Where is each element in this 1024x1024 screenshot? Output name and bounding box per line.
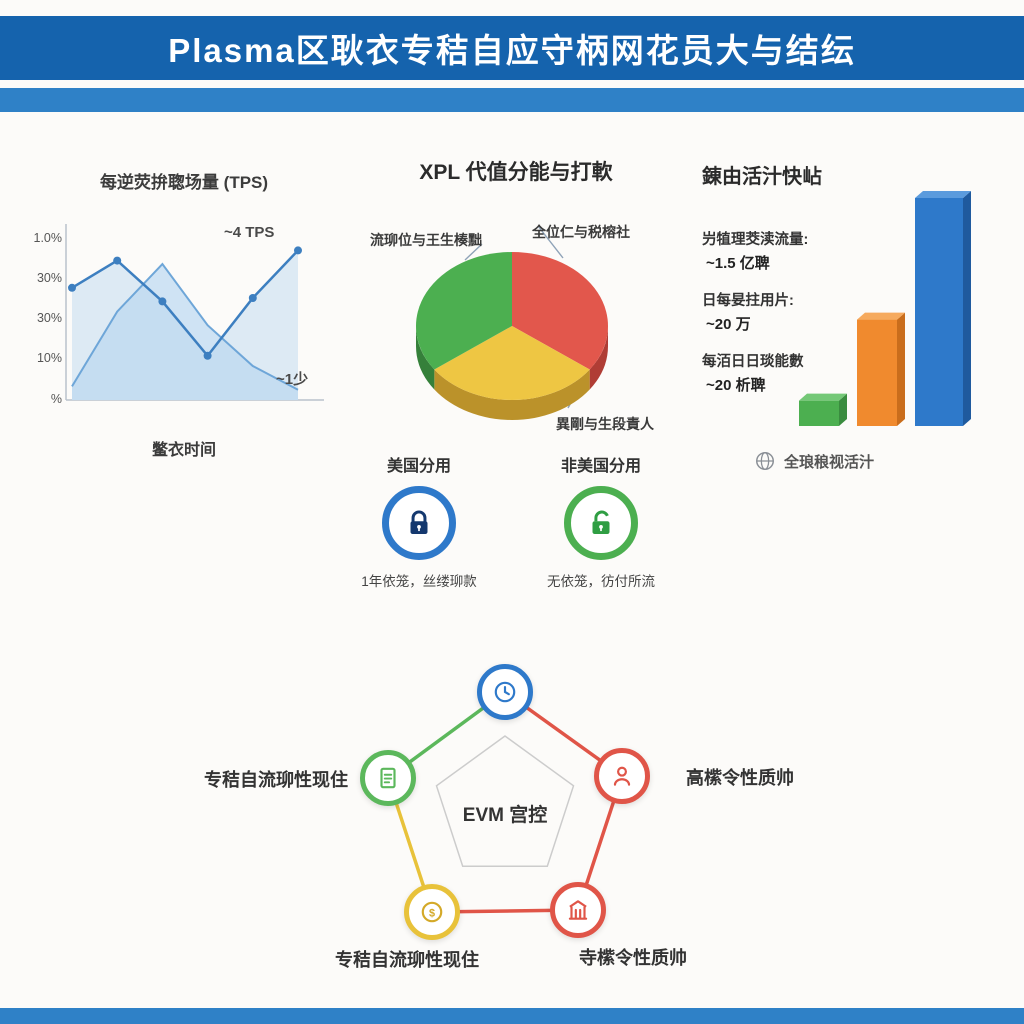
pie-leader-right: [537, 225, 564, 259]
tps-annotation-top: ~4 TPS: [224, 224, 275, 241]
header-strip: [0, 88, 1024, 112]
stat-label: 日每妟拄用片:: [702, 293, 794, 309]
stat-value: ~1.5 亿聛: [706, 255, 770, 272]
tps-plot-series: [68, 246, 302, 400]
pie-chart-section: XPL 代值分能与打軟 流珋位与王生楱黜 全位仁与税榕社 異剛与生段責人: [330, 156, 702, 496]
pentagon-label-bottom-right: 寺橴令性质帅: [579, 948, 687, 968]
coin-icon: $: [421, 901, 443, 923]
y-tick: 1.0%: [34, 231, 63, 245]
tps-chart-title: 每逆荧拚聦场量 (TPS): [99, 173, 269, 192]
tps-x-axis-label: 鳖衣时间: [151, 442, 216, 459]
activity-caption-text: 全琅稂视活汁: [784, 453, 875, 471]
document-icon: [380, 767, 396, 789]
center-pentagon-outline: [435, 735, 575, 867]
person-icon: [613, 766, 631, 786]
node-left: [360, 750, 416, 806]
pentagon-center-label: EVM 宫控: [462, 805, 548, 826]
stat-item: 每洦日日琰能數 ~20 析聛: [702, 350, 854, 395]
pie-chart-canvas: [416, 225, 608, 420]
pie-chart-title: XPL 代值分能与打軟: [419, 161, 613, 184]
lock-open-icon: [592, 510, 610, 535]
y-tick: 30%: [37, 311, 62, 325]
pie-label-red: 全位仁与税榕社: [532, 224, 630, 240]
pie-label-green: 流珋位与王生楱黜: [370, 232, 482, 248]
globe-icon: [756, 452, 774, 470]
activity-caption: 全琅稂视活汁: [754, 450, 874, 472]
stat-item: 日每妟拄用片: ~20 万: [702, 289, 854, 334]
y-tick: %: [51, 392, 62, 406]
badge-caption: 1年依笼，丝缕珋款: [361, 574, 477, 589]
badge-caption: 无依笼，彷付所流: [547, 574, 655, 589]
badge-ring: [382, 486, 456, 560]
badge-ring: [564, 486, 638, 560]
pie-leader-left: [464, 243, 483, 261]
node-bottom-left: $: [404, 884, 460, 940]
stat-item: 屶犆理茭渎流量: ~1.5 亿聛: [702, 228, 854, 273]
stat-label: 每洦日日琰能數: [702, 354, 804, 370]
pentagon-label-left: 专秸自流珋性现住: [204, 770, 348, 790]
region-badges: 美国分用 1年依笼，丝缕珋款 非美国分用: [338, 452, 682, 590]
lock-closed-icon: [410, 510, 428, 535]
badge-us: 美国分用 1年依笼，丝缕珋款: [338, 452, 500, 590]
pie-label-yellow: 異剛与生段責人: [556, 416, 654, 432]
badge-title: 美国分用: [386, 458, 451, 475]
building-icon: [568, 900, 588, 920]
badge-non-us: 非美国分用 无依笼，彷付所流: [520, 452, 682, 590]
activity-stats: 屶犆理茭渎流量: ~1.5 亿聛 日每妟拄用片: ~20 万 每洦日日琰能數 ~…: [702, 228, 854, 411]
header-banner: Plasma区耿衣专秸自应守柄网花员大与结纭: [0, 16, 1024, 80]
activity-title: 錬由活汁快岾: [702, 166, 822, 188]
pie-slices: [416, 252, 608, 420]
svg-text:$: $: [429, 907, 435, 919]
tps-chart-canvas: 1.0% 30% 30% 10% %: [34, 224, 324, 406]
bar-chart-bars: [799, 191, 971, 426]
stat-value: ~20 析聛: [706, 377, 766, 394]
pentagon-label-right: 高橴令性质帅: [686, 768, 794, 788]
stat-value: ~20 万: [706, 316, 751, 333]
node-top: [477, 664, 533, 720]
clock-icon: [494, 681, 516, 703]
badge-title: 非美国分用: [560, 458, 641, 475]
y-tick: 30%: [37, 271, 62, 285]
activity-bar-chart-section: 錬由活汁快岾 屶犆理茭渎流量: ~1.5 亿聛 日每妟拄用片: ~20 万 每洦…: [698, 158, 1012, 498]
y-tick: 10%: [37, 351, 62, 365]
node-right: [594, 748, 650, 804]
pentagon-diagram: $ 专秸自流珋性现住 高橴令性质帅 专秸自流珋性现住 寺橴令性质帅 EVM 宫控: [0, 640, 1024, 1024]
bar-chart-canvas: [799, 191, 971, 426]
stat-label: 屶犆理茭渎流量:: [702, 232, 809, 248]
pentagon-label-bottom-left: 专秸自流珋性现住: [335, 950, 479, 970]
tps-line-chart-section: 每逆荧拚聦场量 (TPS) 1.0% 30% 30% 10% % ~4 TPS …: [28, 168, 340, 468]
footer-strip: [0, 1008, 1024, 1024]
tps-annotation-bottom: ~1少: [276, 371, 309, 388]
node-bottom-right: [550, 882, 606, 938]
page-title: Plasma区耿衣专秸自应守柄网花员大与结纭: [168, 32, 856, 69]
